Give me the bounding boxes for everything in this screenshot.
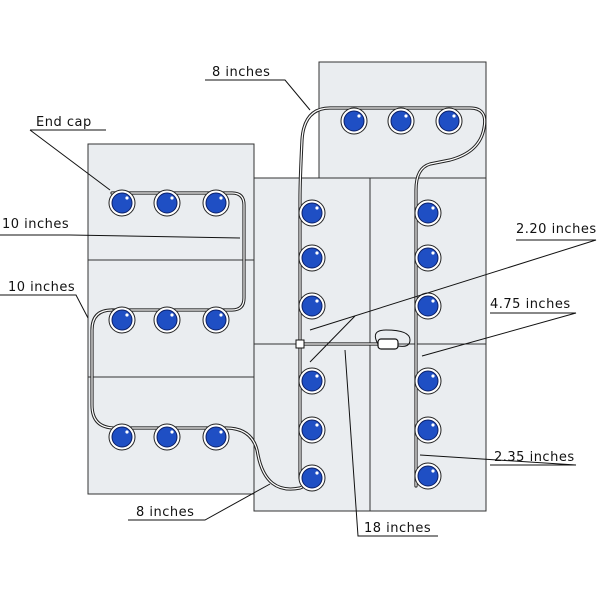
leader-lines: [0, 79, 597, 537]
puck-light: [435, 107, 463, 135]
puck-light: [108, 423, 136, 451]
cable-run: [90, 106, 487, 491]
power-connector: [377, 338, 399, 350]
label-bottom-8in: 8 inches: [136, 505, 194, 520]
puck-light: [202, 189, 230, 217]
leader-bottom-8in: [128, 483, 271, 521]
puck-light: [414, 462, 442, 490]
label-end-cap: End cap: [36, 115, 92, 130]
puck-light: [298, 367, 326, 395]
panels: [87, 61, 487, 512]
label-top-8in: 8 inches: [212, 65, 270, 80]
puck-light: [298, 416, 326, 444]
label-4-75-inches: 4.75 inches: [490, 297, 571, 312]
puck-light: [387, 107, 415, 135]
puck-light: [153, 189, 181, 217]
puck-light: [298, 199, 326, 227]
center-junction: [295, 339, 305, 349]
leader-top-8in: [205, 79, 311, 111]
leader-2-35: [419, 454, 577, 466]
puck-light: [153, 423, 181, 451]
puck-light: [340, 107, 368, 135]
puck-light: [202, 306, 230, 334]
leader-left-10in-mid: [0, 294, 89, 319]
power-connector-loop: [374, 329, 411, 347]
puck-light: [298, 464, 326, 492]
leader-2-20: [309, 239, 597, 331]
leader-left-10in-top: [0, 234, 241, 239]
puck-light: [108, 189, 136, 217]
lights: [108, 107, 463, 492]
puck-light: [414, 199, 442, 227]
puck-light: [153, 306, 181, 334]
labels: End cap 8 inches 10 inches 10 inches 8 i…: [2, 65, 597, 536]
label-left-10in-top: 10 inches: [2, 217, 69, 232]
leader-18in: [344, 349, 438, 537]
leader-4-75: [421, 312, 577, 357]
puck-light: [414, 244, 442, 272]
label-2-35-inches: 2.35 inches: [494, 450, 575, 465]
puck-light: [202, 423, 230, 451]
puck-light: [298, 244, 326, 272]
puck-light: [414, 416, 442, 444]
puck-light: [298, 292, 326, 320]
puck-light: [108, 306, 136, 334]
puck-light: [414, 367, 442, 395]
label-left-10in-mid: 10 inches: [8, 280, 75, 295]
label-2-20-inches: 2.20 inches: [516, 222, 597, 237]
puck-light: [414, 292, 442, 320]
label-18-inches: 18 inches: [364, 521, 431, 536]
